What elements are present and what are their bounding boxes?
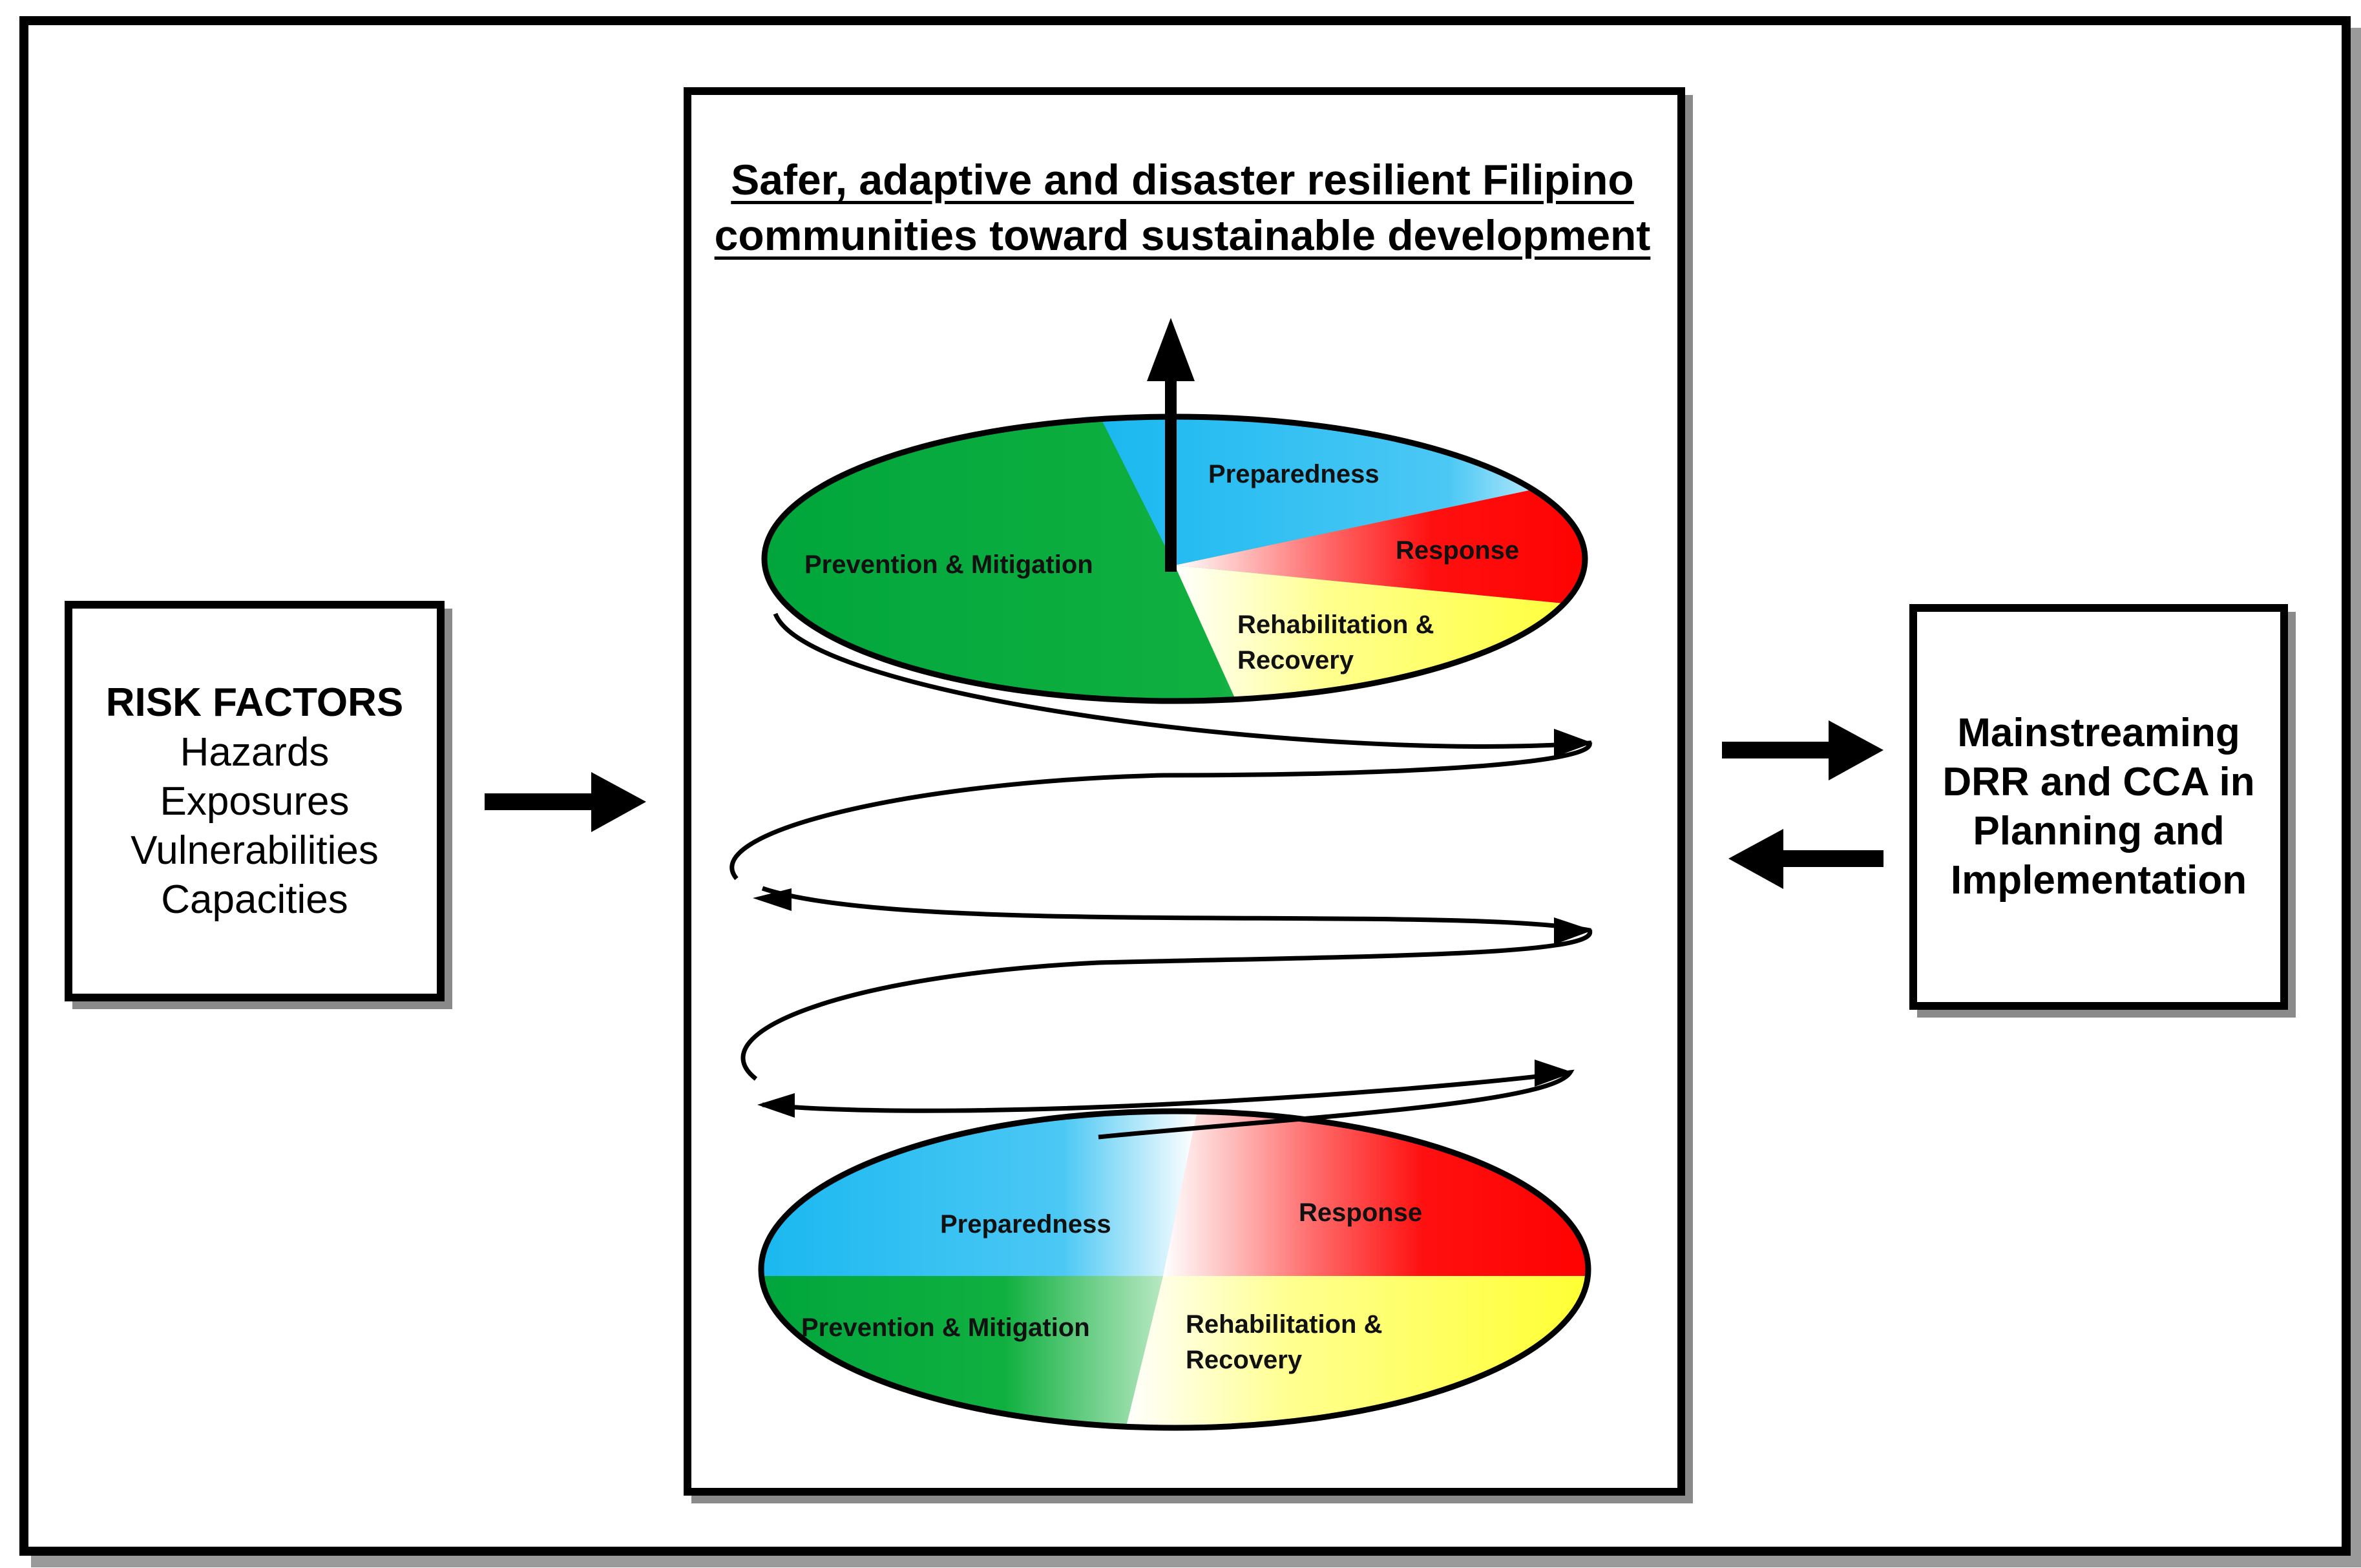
risk-factors-box: RISK FACTORS Hazards Exposures Vulnerabi… <box>65 601 445 1001</box>
arrow-cycle-to-mainstreaming <box>1722 720 1884 780</box>
bottom-label-prevention: Prevention & Mitigation <box>801 1313 1090 1342</box>
risk-factor-exposures: Exposures <box>160 779 350 824</box>
arrow-mainstreaming-to-cycle <box>1728 829 1884 889</box>
top-label-rehab-line1: Rehabilitation & <box>1237 611 1434 639</box>
bottom-label-preparedness: Preparedness <box>940 1210 1111 1239</box>
mainstreaming-box: Mainstreaming DRR and CCA in Planning an… <box>1909 604 2288 1010</box>
spiral-arrowheads <box>753 729 1593 1118</box>
top-label-prevention: Prevention & Mitigation <box>804 550 1093 579</box>
spiral <box>729 612 1593 1140</box>
mainstreaming-text: Mainstreaming DRR and CCA in Planning an… <box>1942 711 2255 903</box>
goal-title-line1: Safer, adaptive and disaster resilient F… <box>731 156 1634 204</box>
bottom-label-rehab-line1: Rehabilitation & <box>1186 1310 1382 1339</box>
bottom-label-rehab-line2: Recovery <box>1186 1346 1303 1374</box>
bottom-label-response: Response <box>1299 1198 1422 1227</box>
arrow-risk-to-cycle <box>485 772 646 832</box>
top-label-preparedness: Preparedness <box>1208 460 1380 488</box>
risk-factor-hazards: Hazards <box>180 730 330 775</box>
goal-title: Safer, adaptive and disaster resilient F… <box>698 152 1667 263</box>
goal-title-line2: communities toward sustainable developme… <box>714 211 1651 259</box>
risk-factor-capacities: Capacities <box>161 877 348 922</box>
upward-arrow <box>1147 318 1195 572</box>
top-label-response: Response <box>1396 536 1519 565</box>
top-label-rehab-line2: Recovery <box>1237 646 1354 674</box>
risk-factors-title: RISK FACTORS <box>105 680 404 725</box>
risk-factor-vulnerabilities: Vulnerabilities <box>131 828 379 873</box>
